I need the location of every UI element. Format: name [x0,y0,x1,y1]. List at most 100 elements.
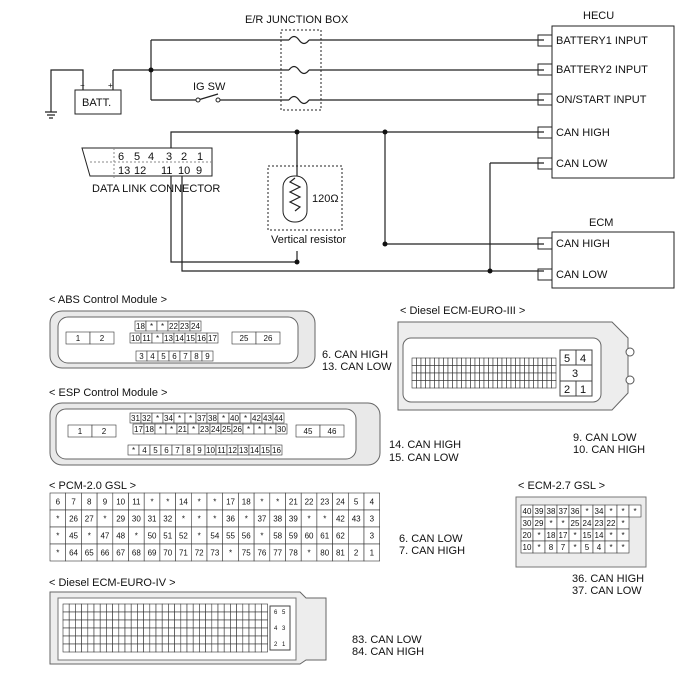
pin-cell [434,380,440,389]
pin-cell [143,611,151,621]
pin-cell [515,365,521,374]
pin-cell [217,635,225,645]
pin-cell [174,619,182,629]
pin-cell [199,611,206,621]
pin-label: 45 [69,532,78,541]
pin-label: * [621,531,624,540]
pin-cell [199,643,206,653]
pin-cell [492,380,498,389]
pin-cell [192,635,200,645]
pin-cell [254,635,262,645]
pin-cell [137,627,144,637]
pin-cell [223,603,231,613]
pin-cell [551,357,557,366]
pin-label: * [258,425,261,434]
pin-cell [205,635,213,645]
pin-cell [456,380,462,389]
pin-cell [465,365,471,374]
svg-text:4: 4 [274,626,278,632]
pin-label: 71 [179,549,188,558]
data-link-connector [81,147,213,178]
pin-cell [528,380,534,389]
ecm3-note-high: 10. CAN HIGH [573,444,645,456]
pin-label: 10 [131,334,140,343]
pin-label: * [135,532,138,541]
pin-label: * [585,507,588,516]
pin-label: * [150,322,153,331]
pin-label: 11 [142,334,151,343]
battery-label: BATT. [82,97,111,109]
ecm3-pin-grid [411,357,557,389]
pin-cell [230,619,237,629]
pin-label: 59 [289,532,298,541]
pin-cell [81,611,89,621]
pin-label: 64 [69,549,78,558]
ecm4-note-high: 84. CAN HIGH [352,646,424,658]
pin-label: 70 [163,549,172,558]
pin-cell [242,603,250,613]
pin-label: 8 [186,446,191,455]
pin-cell [319,424,345,438]
pin-cell [75,635,82,645]
pin-cell [211,643,219,653]
pin-cell [130,603,138,613]
pin-cell [81,627,89,637]
pin-label: 14 [250,446,259,455]
pin-cell [106,627,113,637]
pin-cell [628,504,642,518]
pin-cell [168,619,175,629]
pin-cell [137,643,144,653]
pin-cell [118,603,126,613]
pin-label: 2 [102,427,107,436]
pin-label: 5 [153,446,158,455]
pin-label: 10 [523,543,532,552]
pin-label: 6 [56,498,61,507]
pin-cell [130,643,138,653]
pin-cell [168,603,175,613]
pin-cell [217,643,225,653]
pin-cell [149,627,157,637]
pin-cell [470,380,476,389]
pin-label: 1 [78,427,83,436]
pin-cell [497,372,503,381]
pin-cell [199,603,206,613]
ecm3-pin-1: 1 [580,384,586,396]
pin-label: * [161,322,164,331]
pin-cell [186,635,194,645]
pin-label: 4 [597,543,602,552]
pin-cell [106,635,113,645]
pin-label: * [260,498,263,507]
pin-label: 40 [523,507,532,516]
pin-cell [254,627,262,637]
pin-cell [537,357,543,366]
pin-label: 4 [370,498,375,507]
pin-cell [155,603,163,613]
pin-label: 7 [561,543,566,552]
pin-cell [81,619,89,629]
pin-cell [205,603,213,613]
pin-cell [192,603,200,613]
pin-cell [551,365,557,374]
hecu-title: HECU [583,10,614,22]
pin-cell [456,372,462,381]
pin-cell [479,372,485,381]
pin-cell [137,619,144,629]
battery-minus: − [80,81,85,90]
pin-label: * [222,414,225,423]
pin-label: 30 [523,519,532,528]
svg-text:10: 10 [178,165,190,177]
pin-cell [248,627,256,637]
pin-cell [236,619,244,629]
pin-label: 30 [132,515,141,524]
pcm-title: < PCM-2.0 GSL > [49,480,136,492]
pin-label: 22 [305,498,314,507]
pin-cell [124,635,132,645]
pin-cell [93,603,101,613]
pin-cell [211,619,219,629]
pin-cell [261,627,268,637]
pin-cell [130,611,138,621]
svg-text:1: 1 [282,642,286,648]
pin-label: 1 [76,334,81,343]
